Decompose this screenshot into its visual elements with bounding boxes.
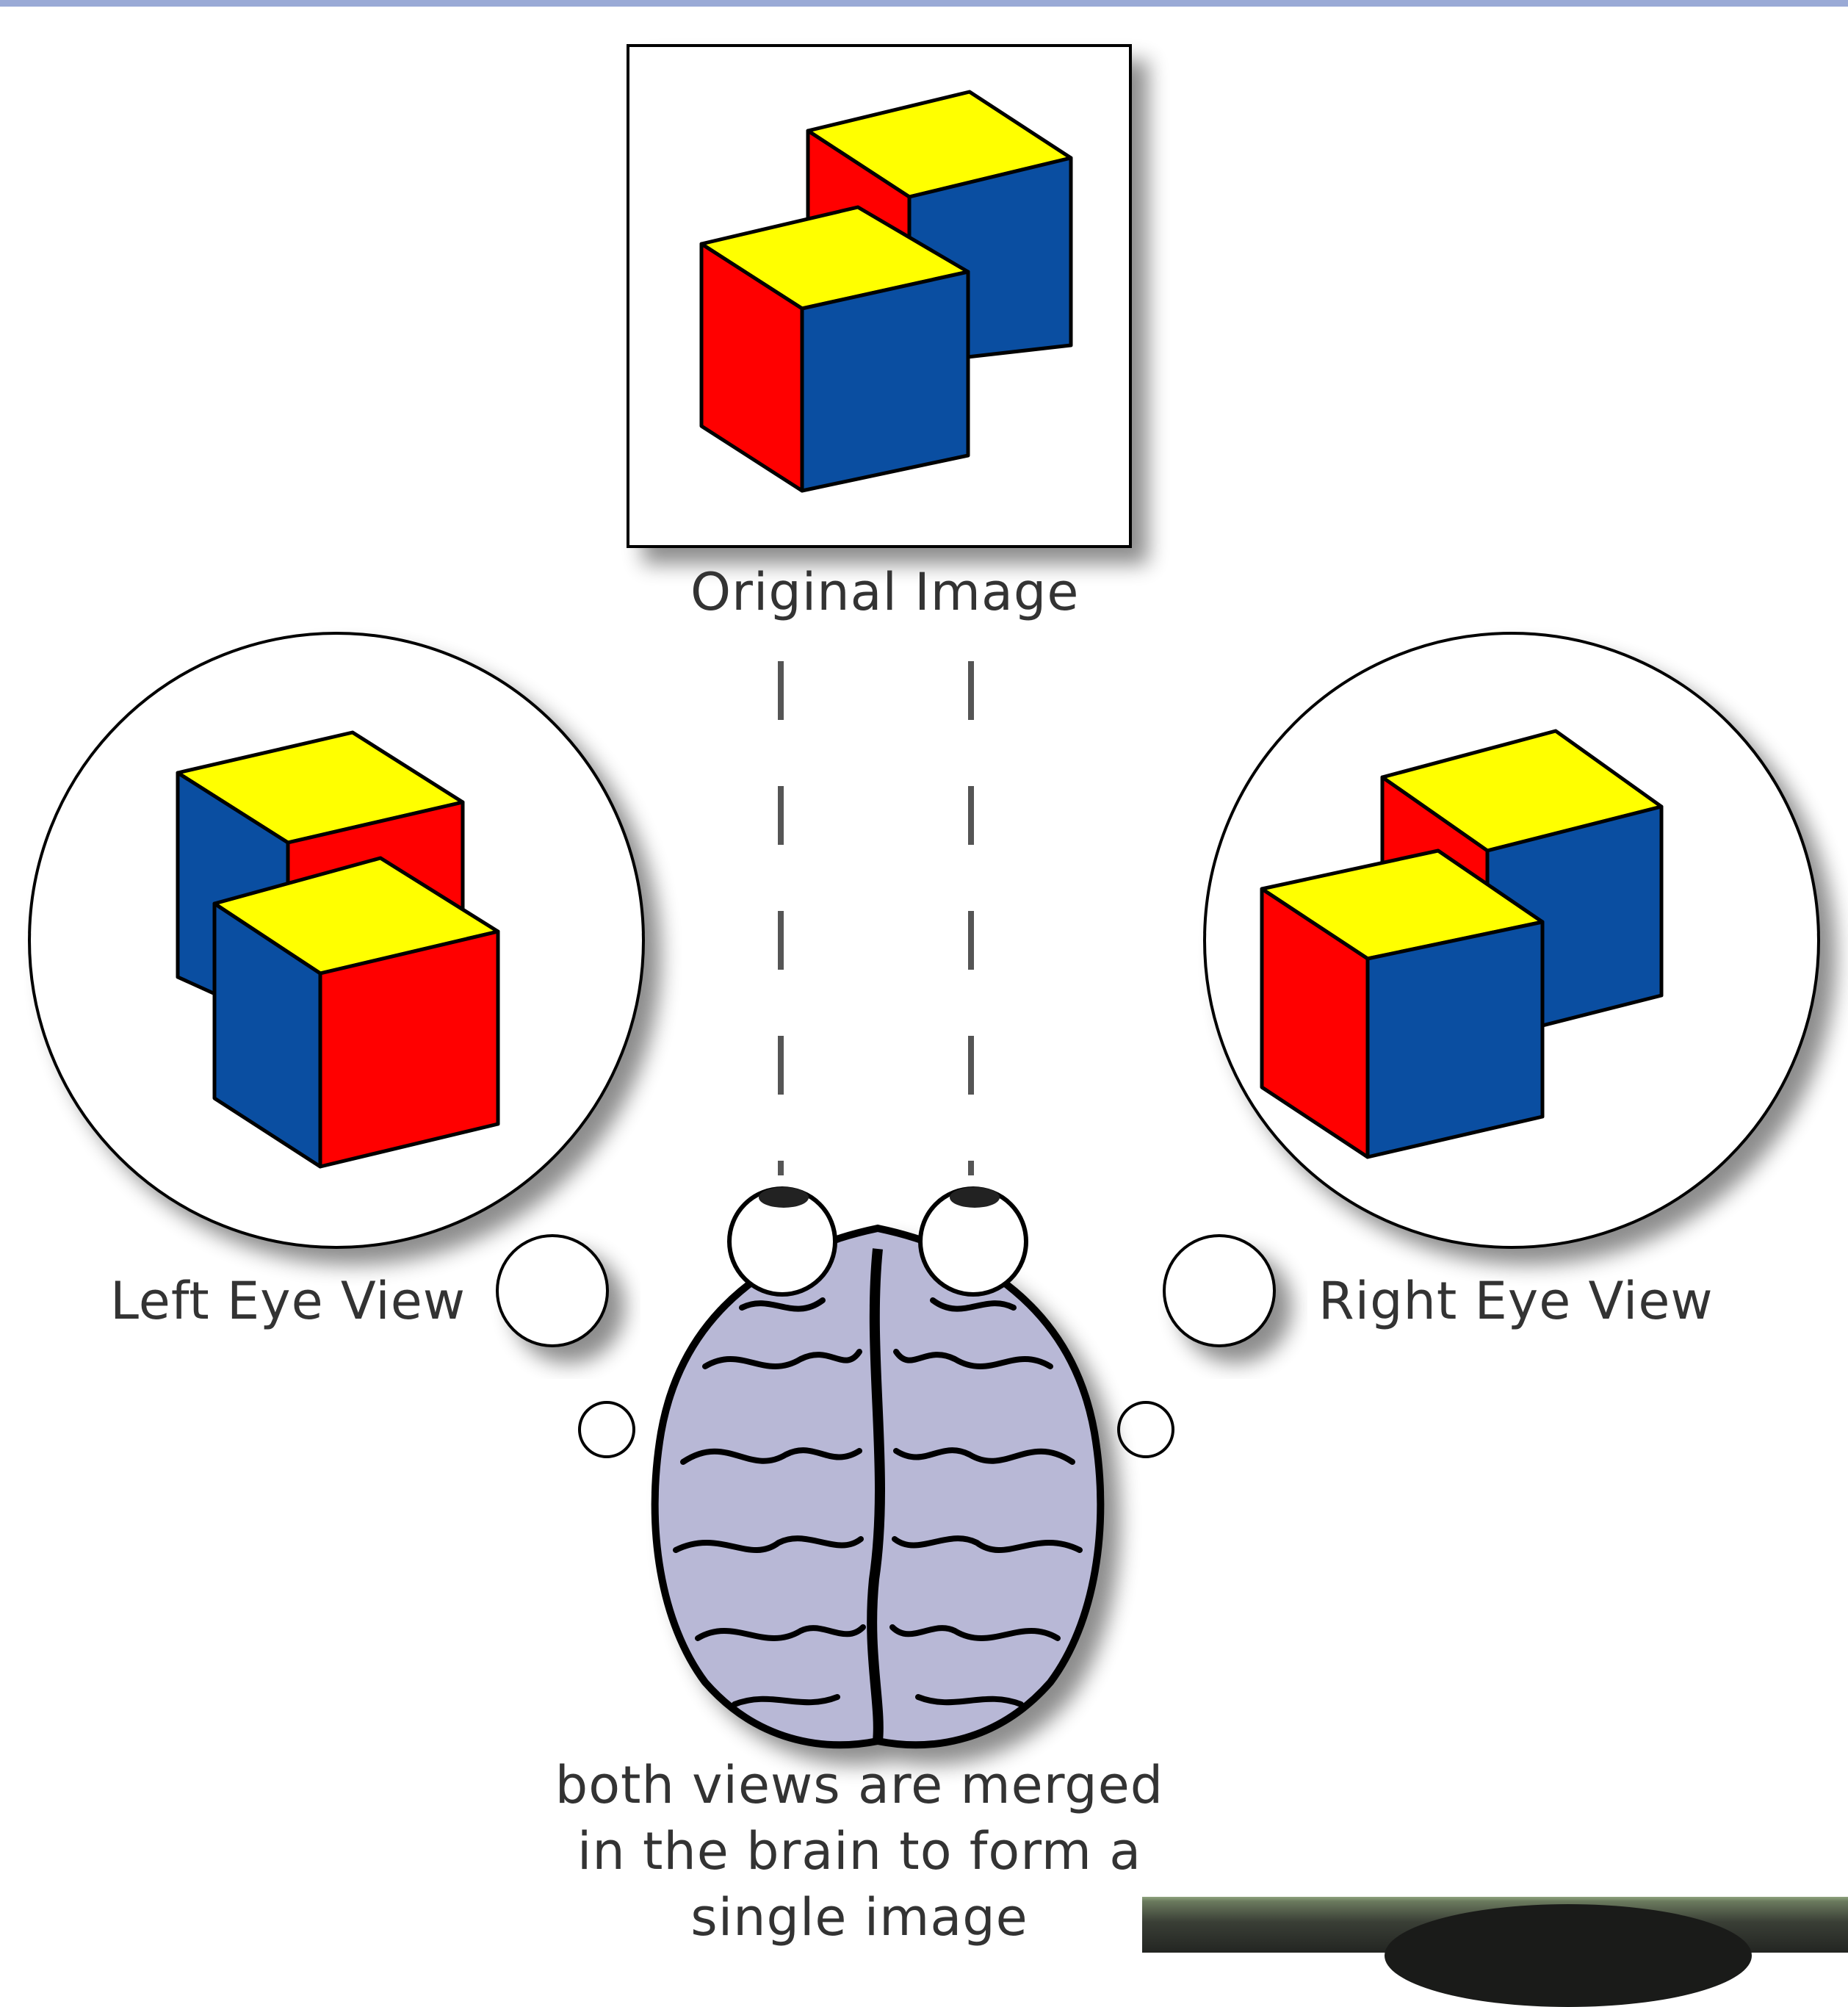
original-front-cube-icon bbox=[699, 205, 970, 493]
left-eye-icon bbox=[727, 1186, 837, 1297]
left-eye-view-label: Left Eye View bbox=[110, 1271, 466, 1331]
right-eye-icon bbox=[918, 1186, 1028, 1297]
left-front-cube-icon bbox=[212, 856, 500, 1169]
cropped-photo-thumbnail bbox=[1142, 1897, 1848, 2007]
merge-caption: both views are merged in the brain to fo… bbox=[514, 1752, 1205, 1950]
right-front-cube-icon bbox=[1260, 848, 1545, 1159]
caption-line-2: in the brain to form a bbox=[577, 1821, 1142, 1881]
right-eye-view-label: Right Eye View bbox=[1318, 1271, 1714, 1331]
stereo-vision-diagram bbox=[28, 44, 1820, 1749]
photo-dark-region bbox=[1385, 1904, 1752, 2007]
original-back-cube-icon bbox=[806, 90, 1073, 366]
caption-line-1: both views are merged bbox=[555, 1755, 1164, 1815]
caption-line-3: single image bbox=[690, 1887, 1028, 1947]
original-image-label: Original Image bbox=[690, 562, 1080, 622]
window-top-border bbox=[0, 0, 1848, 7]
brain-icon bbox=[651, 1224, 1105, 1749]
thought-bubble-icon bbox=[496, 1234, 1276, 1458]
sight-lines bbox=[778, 661, 974, 1175]
